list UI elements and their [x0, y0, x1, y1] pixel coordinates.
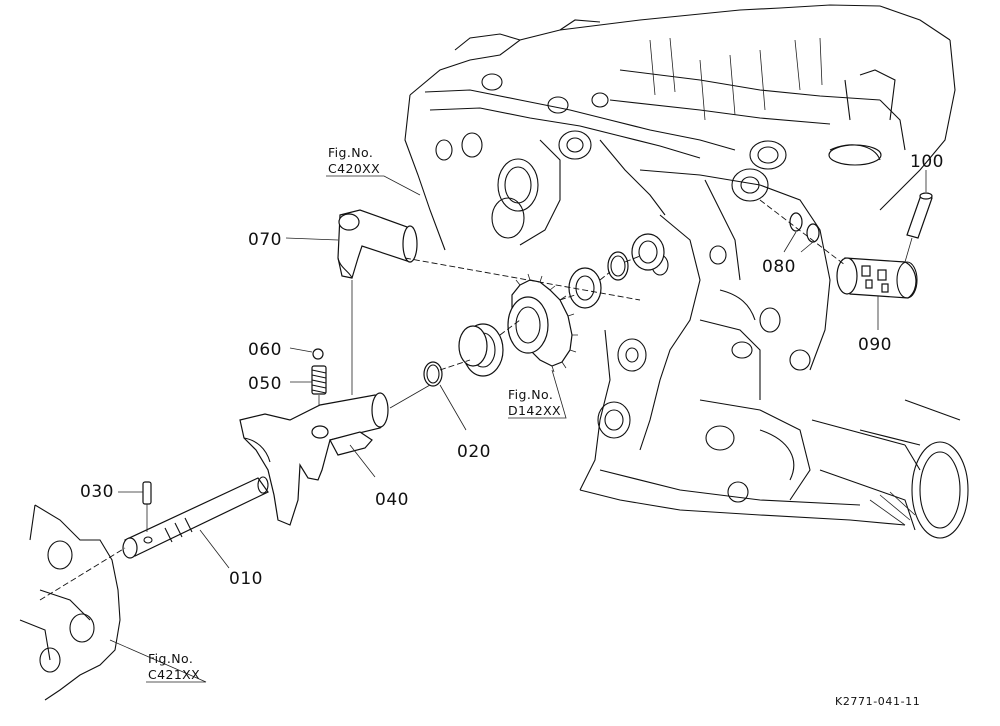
part-020-circlip[interactable]	[423, 361, 443, 387]
label-090: 090	[858, 335, 892, 355]
thrust-bearing	[568, 267, 602, 309]
part-010-shift-rod[interactable]	[122, 476, 269, 559]
fig-ref-c420xx-line2: C420XX	[328, 161, 380, 176]
label-030: 030	[80, 482, 114, 502]
part-100-pin[interactable]	[904, 192, 933, 263]
bearing	[458, 323, 504, 377]
part-080-o-rings[interactable]	[789, 212, 820, 243]
left-housing	[19, 504, 121, 701]
fig-ref-d142xx-line2: D142XX	[508, 403, 561, 418]
figure-references: Fig.No. C420XX Fig.No. D142XX Fig.No. C4…	[148, 145, 561, 682]
transmission-housing	[404, 4, 969, 539]
label-060: 060	[248, 340, 282, 360]
fig-ref-d142xx-line1: Fig.No.	[508, 387, 553, 402]
label-010: 010	[229, 569, 263, 589]
fig-ref-c420xx-line1: Fig.No.	[328, 145, 373, 160]
part-090-collar[interactable]	[836, 257, 918, 299]
leader-lines	[109, 170, 927, 683]
label-040: 040	[375, 490, 409, 510]
seal-ring	[631, 233, 665, 271]
part-050-spring[interactable]	[311, 365, 327, 425]
fig-ref-c421xx-line1: Fig.No.	[148, 651, 193, 666]
part-030-pin[interactable]	[142, 481, 152, 532]
part-labels: 070 060 050 030 010 020 040 080 090 100	[80, 152, 944, 589]
label-100: 100	[910, 152, 944, 172]
fig-ref-c421xx-line2: C421XX	[148, 667, 200, 682]
label-080: 080	[762, 257, 796, 277]
part-070-shift-arm[interactable]	[337, 209, 418, 395]
snap-ring	[607, 251, 629, 281]
drawing-code: K2771-041-11	[835, 695, 920, 708]
label-020: 020	[457, 442, 491, 462]
part-060-ball[interactable]	[312, 348, 324, 360]
part-040-shift-fork[interactable]	[239, 384, 431, 526]
label-070: 070	[248, 230, 282, 250]
gear	[507, 273, 578, 373]
label-050: 050	[248, 374, 282, 394]
